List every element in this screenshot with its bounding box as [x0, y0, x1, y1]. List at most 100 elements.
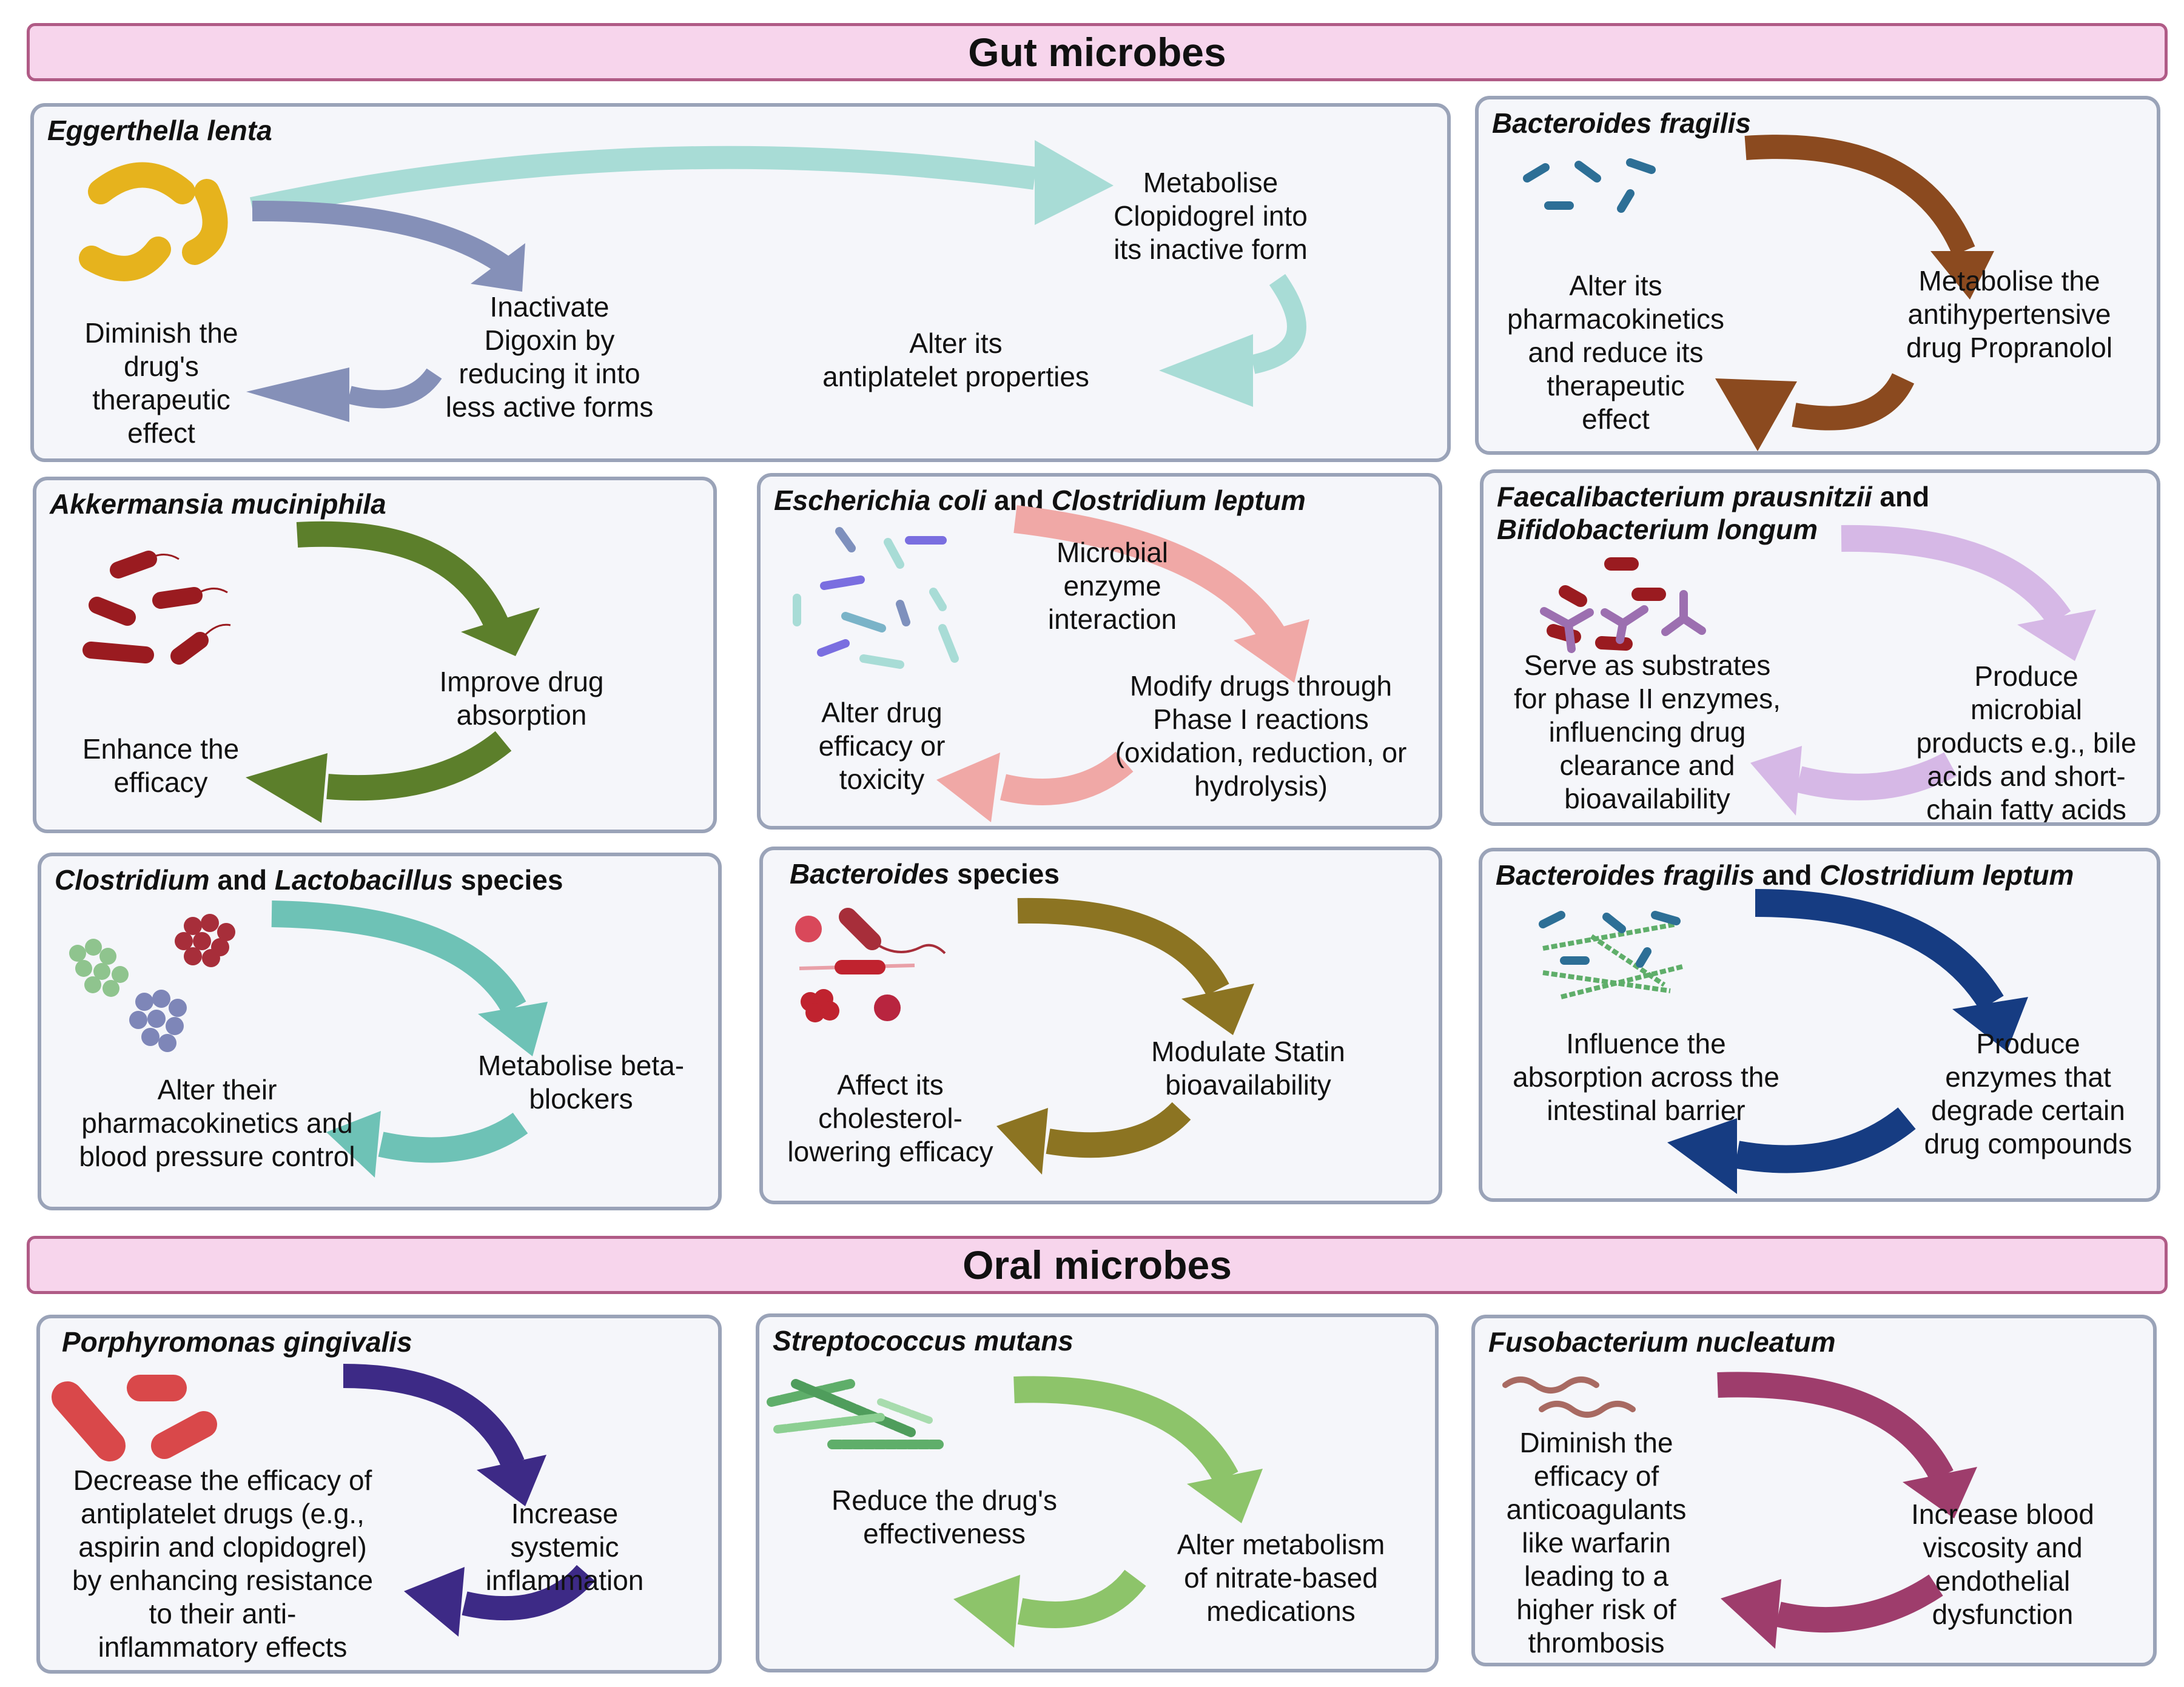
bacteria-icon	[1540, 590, 1706, 653]
title-run: and	[1754, 859, 1820, 891]
effect-label: Alter metabolism of nitrate-based medica…	[1177, 1529, 1385, 1627]
effect-label: Microbial enzyme interaction	[1047, 537, 1177, 635]
panel-title: Streptococcus mutans	[773, 1324, 1074, 1357]
panel-illustration	[52, 1364, 596, 1637]
title-run: Bacteroides fragilis	[1492, 107, 1751, 139]
panel-illustration	[82, 521, 540, 823]
title-run: Lactobacillus	[274, 864, 453, 896]
curved-arrow-icon	[1717, 1372, 1977, 1518]
panel-clostridium-lactobacillus: Clostridium and Lactobacillus species Me…	[38, 853, 722, 1210]
panel-illustration	[1539, 889, 2028, 1194]
bacteria-icon	[82, 551, 209, 665]
curved-arrow-icon	[936, 751, 1134, 822]
curved-arrow-icon	[404, 1565, 596, 1637]
panel-bacteroides-fragilis-clostridium-leptum: Bacteroides fragilis and Clostridium lep…	[1479, 848, 2160, 1202]
title-run: Clostridium leptum	[1051, 485, 1306, 516]
effect-label: Increase systemic inflammation	[485, 1498, 644, 1596]
panel-fusobacterium-nucleatum: Fusobacterium nucleatum Diminish the eff…	[1471, 1315, 2157, 1666]
title-run: Akkermansia muciniphila	[50, 488, 386, 520]
panel-title: Clostridium and Lactobacillus species	[55, 864, 563, 896]
title-run: Fusobacterium nucleatum	[1488, 1326, 1836, 1358]
bacteria-icon	[793, 527, 959, 669]
effect-label: Modulate Statin bioavailability	[1151, 1036, 1345, 1101]
title-run: Streptococcus mutans	[773, 1325, 1074, 1357]
effect-label: Produce enzymes that degrade certain dru…	[1924, 1028, 2132, 1159]
effect-label: Metabolise Clopidogrel into its inactive…	[1114, 167, 1308, 265]
curved-arrow-icon	[249, 140, 1114, 225]
bacteria-icon	[767, 1379, 946, 1449]
curved-arrow-icon	[246, 367, 442, 422]
panel-title: Porphyromonas gingivalis	[62, 1326, 412, 1358]
title-run: species	[452, 864, 563, 896]
panel-illustration	[795, 897, 1254, 1175]
panel-title: Bacteroides species	[790, 857, 1060, 890]
curved-arrow-icon	[296, 521, 540, 656]
bacteria-icon	[175, 914, 235, 967]
title-run: Porphyromonas gingivalis	[62, 1326, 412, 1358]
panel-illustration	[767, 1376, 1263, 1648]
bacteria-icon	[79, 162, 228, 281]
title-run: Bifidobacterium longum	[1497, 514, 1818, 545]
title-run: Escherichia coli	[774, 485, 987, 516]
curved-arrow-icon	[326, 1111, 528, 1178]
bacteria-icon	[1523, 158, 1656, 213]
panel-illustration	[793, 505, 1309, 822]
effect-label: Affect its cholesterol- lowering efficac…	[787, 1069, 993, 1167]
effect-label: Serve as substrates for phase II enzymes…	[1514, 649, 1781, 814]
title-run: Eggerthella lenta	[47, 115, 272, 146]
panel-illustration	[1502, 1372, 1977, 1649]
oral-microbes-banner: Oral microbes	[27, 1236, 2168, 1294]
curved-arrow-icon	[271, 901, 548, 1056]
panel-streptococcus-mutans: Streptococcus mutans Reduce the drug's e…	[756, 1313, 1439, 1672]
curved-arrow-icon	[1755, 889, 2028, 1051]
panel-eggerthella-lenta: Eggerthella lenta Diminish the drug's th…	[30, 103, 1451, 462]
curved-arrow-icon	[996, 1102, 1191, 1175]
gut-microbes-banner: Gut microbes	[27, 23, 2168, 81]
title-run: species	[949, 858, 1060, 890]
panel-bacteroides-species: Bacteroides species Modulate Statin bioa…	[759, 847, 1442, 1204]
bacteria-icon	[795, 908, 946, 1022]
panel-faecalibacterium-bifidobacterium: Faecalibacterium prausnitzii and Bifidob…	[1480, 469, 2160, 826]
panel-illustration	[69, 901, 548, 1178]
bacteria-icon	[1539, 911, 1683, 999]
title-run: Faecalibacterium prausnitzii	[1497, 481, 1872, 512]
effect-label: Metabolise the antihypertensive drug Pro…	[1906, 265, 2113, 363]
panel-title: Faecalibacterium prausnitzii and	[1497, 480, 1929, 513]
bacteria-icon	[1502, 1377, 1636, 1418]
effect-label: Diminish the efficacy of anticoagulants …	[1506, 1427, 1687, 1658]
effect-label: Alter drug efficacy or toxicity	[818, 697, 946, 795]
bacteria-icon	[129, 990, 187, 1052]
panel-title: Akkermansia muciniphila	[50, 488, 386, 520]
title-run: Clostridium	[55, 864, 210, 896]
curved-arrow-icon	[1159, 273, 1306, 407]
panel-title: Fusobacterium nucleatum	[1488, 1326, 1836, 1358]
curved-arrow-icon	[252, 200, 525, 292]
oral-microbes-title: Oral microbes	[963, 1243, 1232, 1287]
panel-akkermansia-muciniphila: Akkermansia muciniphila Improve drug abs…	[33, 477, 717, 833]
panel-title: Bacteroides fragilis and Clostridium lep…	[1496, 859, 2074, 891]
curved-arrow-icon	[1017, 897, 1254, 1035]
bacteria-icon	[69, 939, 129, 997]
curved-arrow-icon	[1721, 1574, 1943, 1649]
effect-label: Alter its pharmacokinetics and reduce it…	[1507, 270, 1724, 435]
curved-arrow-icon	[1715, 372, 1915, 451]
effect-label: Diminish the drug's therapeutic effect	[84, 317, 238, 449]
gut-microbes-title: Gut microbes	[968, 30, 1226, 75]
effect-label: Produce microbial products e.g., bile ac…	[1916, 660, 2137, 825]
effect-label: Improve drug absorption	[439, 666, 604, 731]
curved-arrow-icon	[1750, 746, 1957, 816]
effect-label: Decrease the efficacy of antiplatelet dr…	[72, 1464, 374, 1663]
panel-escherichia-coli-clostridium-leptum: Escherichia coli and Clostridium leptum …	[757, 473, 1442, 830]
panel-title: Eggerthella lenta	[47, 114, 272, 147]
panel-porphyromonas-gingivalis: Porphyromonas gingivalis Decrease the ef…	[36, 1315, 722, 1674]
effect-label: Increase blood viscosity and endothelial…	[1911, 1498, 2094, 1630]
curved-arrow-icon	[1744, 135, 1994, 300]
effect-label: Influence the absorption across the inte…	[1513, 1028, 1779, 1126]
effect-label: Alter their pharmacokinetics and blood p…	[79, 1074, 355, 1172]
curved-arrow-icon	[1013, 505, 1309, 683]
effect-label: Alter its antiplatelet properties	[822, 327, 1089, 392]
title-run: Bacteroides	[790, 858, 950, 890]
title-run: Clostridium leptum	[1819, 859, 2074, 891]
curved-arrow-icon	[1013, 1376, 1263, 1523]
curved-arrow-icon	[953, 1569, 1146, 1648]
